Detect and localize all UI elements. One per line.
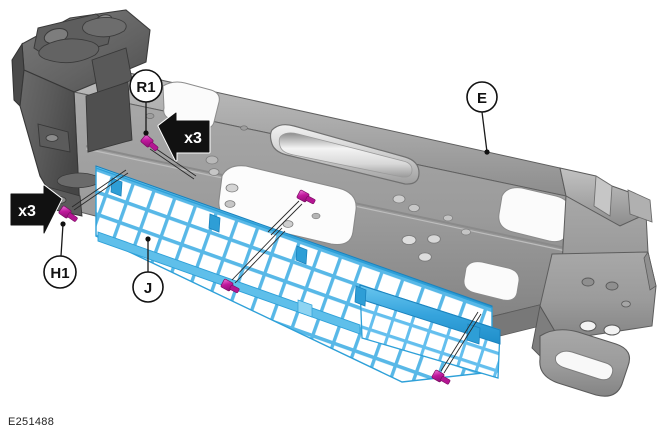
crossmember-right-bracket (531, 167, 657, 397)
callout-leader-dots (60, 130, 490, 242)
assembly-line-center-lower (231, 227, 283, 281)
left-bracket-slot-boss (38, 38, 100, 64)
right-bracket-slot-opening (554, 350, 614, 381)
callout-h1[interactable]: H1 (43, 255, 77, 289)
assembly-line-left-edge (71, 169, 127, 208)
right-bracket-hole-5 (621, 300, 631, 308)
right-bracket-hole-3 (579, 320, 597, 332)
callout-h1-circle[interactable] (43, 255, 77, 289)
x3-left-label: x3 (18, 203, 36, 220)
right-bracket-outer-fin (627, 189, 653, 223)
assembly-line-lower-right (440, 311, 479, 372)
callout-r1-label: R1 (136, 79, 155, 96)
fastener-bolt-lower-right (431, 369, 451, 385)
grille-locator-tab-mid-left (208, 213, 221, 233)
left-bracket-collar (82, 17, 127, 38)
grille-locator-tab-right (354, 285, 367, 307)
assembly-line-lower-right-b (443, 313, 482, 374)
callout-h1-label: H1 (50, 265, 69, 282)
leader-dot-e (484, 149, 490, 155)
assembly-line-center-upper (267, 200, 300, 233)
right-bracket-lower-body (539, 251, 657, 341)
left-bracket-oval-boss (56, 172, 101, 189)
right-bracket-hole-2 (605, 281, 619, 291)
assembly-line-left-edge-b (73, 172, 129, 211)
left-bracket-recess (85, 81, 133, 153)
right-bracket-edge-return (643, 251, 657, 291)
leader-e (481, 111, 488, 153)
quantity-badge-x3-left: x3 (9, 184, 63, 235)
figure-id: E251488 (8, 416, 55, 428)
assembly-line-center-lower-b (234, 230, 286, 284)
fasteners (58, 134, 451, 385)
leader-dot-h1 (60, 221, 66, 227)
fastener-bolt-upper-left (140, 134, 159, 152)
grille-locator-tab-mid (295, 245, 308, 265)
crossmember-left-bracket (11, 9, 151, 217)
callout-e-label: E (477, 90, 487, 107)
fastener-bolt-center-upper (296, 189, 316, 205)
crossmember-pilot-holes (145, 113, 471, 262)
grille-mesh-outline (95, 167, 493, 383)
fastener-bolt-center-lower (220, 278, 240, 294)
callout-r1-circle[interactable] (129, 69, 163, 103)
right-bracket-hole-4 (603, 324, 621, 336)
crossmember-aperture-right-lower (463, 261, 520, 301)
left-bracket-outer-rib (11, 42, 25, 108)
callout-r1[interactable]: R1 (129, 69, 163, 103)
callout-j-label: J (144, 280, 152, 297)
leader-dot-j (145, 236, 151, 242)
leader-h1 (60, 223, 64, 257)
callout-e[interactable]: E (466, 81, 498, 113)
callout-leaders (60, 102, 488, 272)
x3-upper-label: x3 (184, 130, 202, 147)
quantity-badge-x3-upper: x3 (157, 111, 211, 162)
fastener-bolt-left-edge (58, 205, 78, 222)
grille-bottom-notch (297, 299, 313, 318)
crossmember-oval-slot (278, 132, 413, 178)
right-bracket-upper-fin (593, 175, 613, 217)
assembly-line-upper-left (151, 145, 197, 177)
callout-j-circle[interactable] (132, 271, 164, 303)
x3-upper-arrow-shape (158, 112, 210, 161)
left-bracket-tab-hole-upper (45, 134, 59, 142)
grille-locator-tab-far-right (466, 323, 481, 345)
leader-dot-r1 (143, 130, 149, 136)
right-bracket-hole-1 (581, 277, 595, 287)
fastener-assembly-lines (71, 145, 482, 374)
callout-e-circle[interactable] (466, 81, 498, 113)
assembly-line-upper-left-b (149, 148, 195, 180)
callout-j[interactable]: J (132, 271, 164, 303)
assembly-line-center-upper-b (270, 203, 303, 236)
x3-left-arrow-shape (10, 185, 62, 234)
